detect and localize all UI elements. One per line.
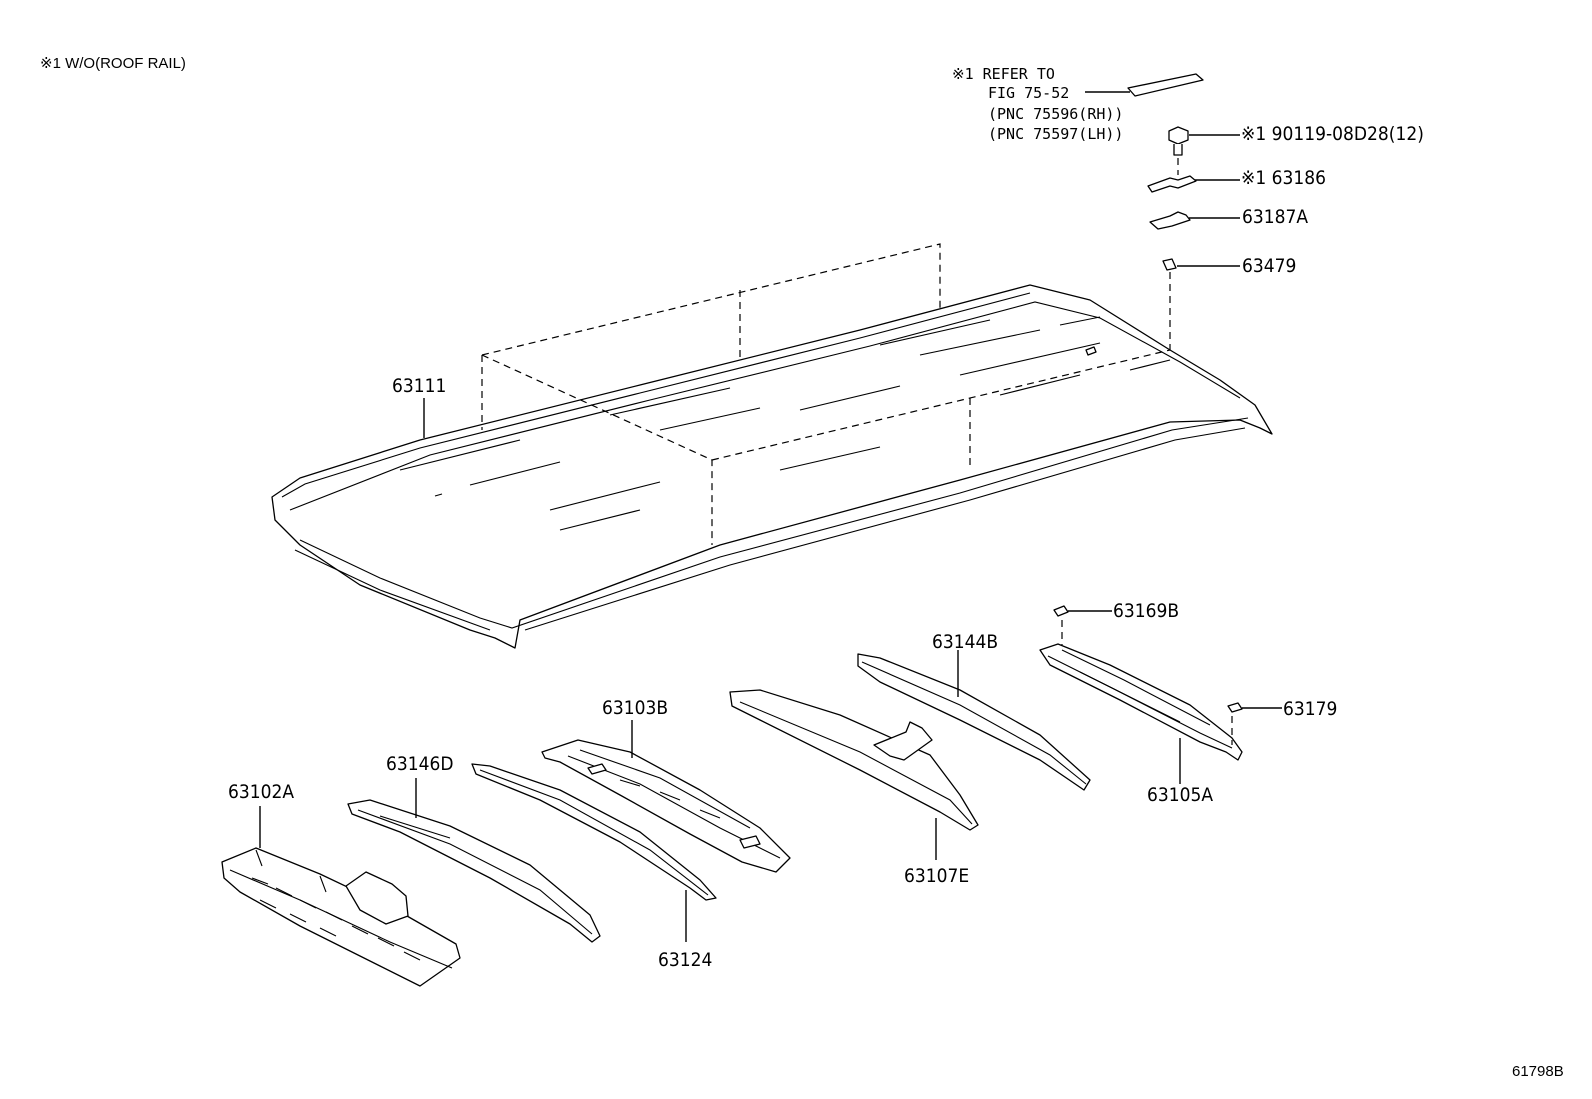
bracket-63186	[1147, 175, 1240, 193]
label-63111: 63111	[392, 375, 446, 397]
label-63102A: 63102A	[228, 781, 295, 803]
roof-bow-63146D	[347, 778, 601, 943]
roof-bow-63107E	[729, 689, 979, 860]
label-63186: ※1 63186	[1241, 167, 1326, 189]
label-63146D: 63146D	[386, 753, 454, 775]
bolt-90119	[1168, 126, 1240, 175]
label-63169B: 63169B	[1113, 600, 1179, 622]
refer-note: ※1 REFER TO FIG 75-52 (PNC 75596(RH)) (P…	[952, 65, 1123, 143]
label-63144B: 63144B	[932, 631, 998, 653]
bracket-63187A	[1149, 211, 1240, 230]
label-63179: 63179	[1283, 698, 1337, 720]
figure-id: 61798B	[1512, 1063, 1564, 1080]
clip-63169B	[1053, 605, 1112, 645]
label-63479: 63479	[1242, 255, 1296, 277]
roof-bow-63124	[471, 763, 717, 942]
roof-rail-moulding	[1085, 73, 1204, 97]
refer-line-1: ※1 REFER TO	[952, 65, 1055, 83]
refer-line-3: (PNC 75596(RH))	[988, 105, 1123, 123]
label-63105A: 63105A	[1147, 784, 1214, 806]
label-63124: 63124	[658, 949, 712, 971]
front-header-63102A	[221, 806, 461, 987]
label-63107E: 63107E	[904, 865, 969, 887]
label-90119: ※1 90119-08D28(12)	[1241, 123, 1424, 145]
rear-header-63105A	[1039, 643, 1243, 784]
label-63187A: 63187A	[1242, 206, 1309, 228]
roof-panel-63111	[271, 243, 1273, 649]
condition-note: ※1 W/O(ROOF RAIL)	[40, 55, 186, 72]
clip-63179	[1227, 702, 1282, 745]
roof-bow-63144B	[857, 650, 1091, 791]
refer-line-2: FIG 75-52	[988, 84, 1069, 102]
center-bow-63103B	[541, 720, 791, 873]
refer-line-4: (PNC 75597(LH))	[988, 125, 1123, 143]
label-63103B: 63103B	[602, 697, 668, 719]
